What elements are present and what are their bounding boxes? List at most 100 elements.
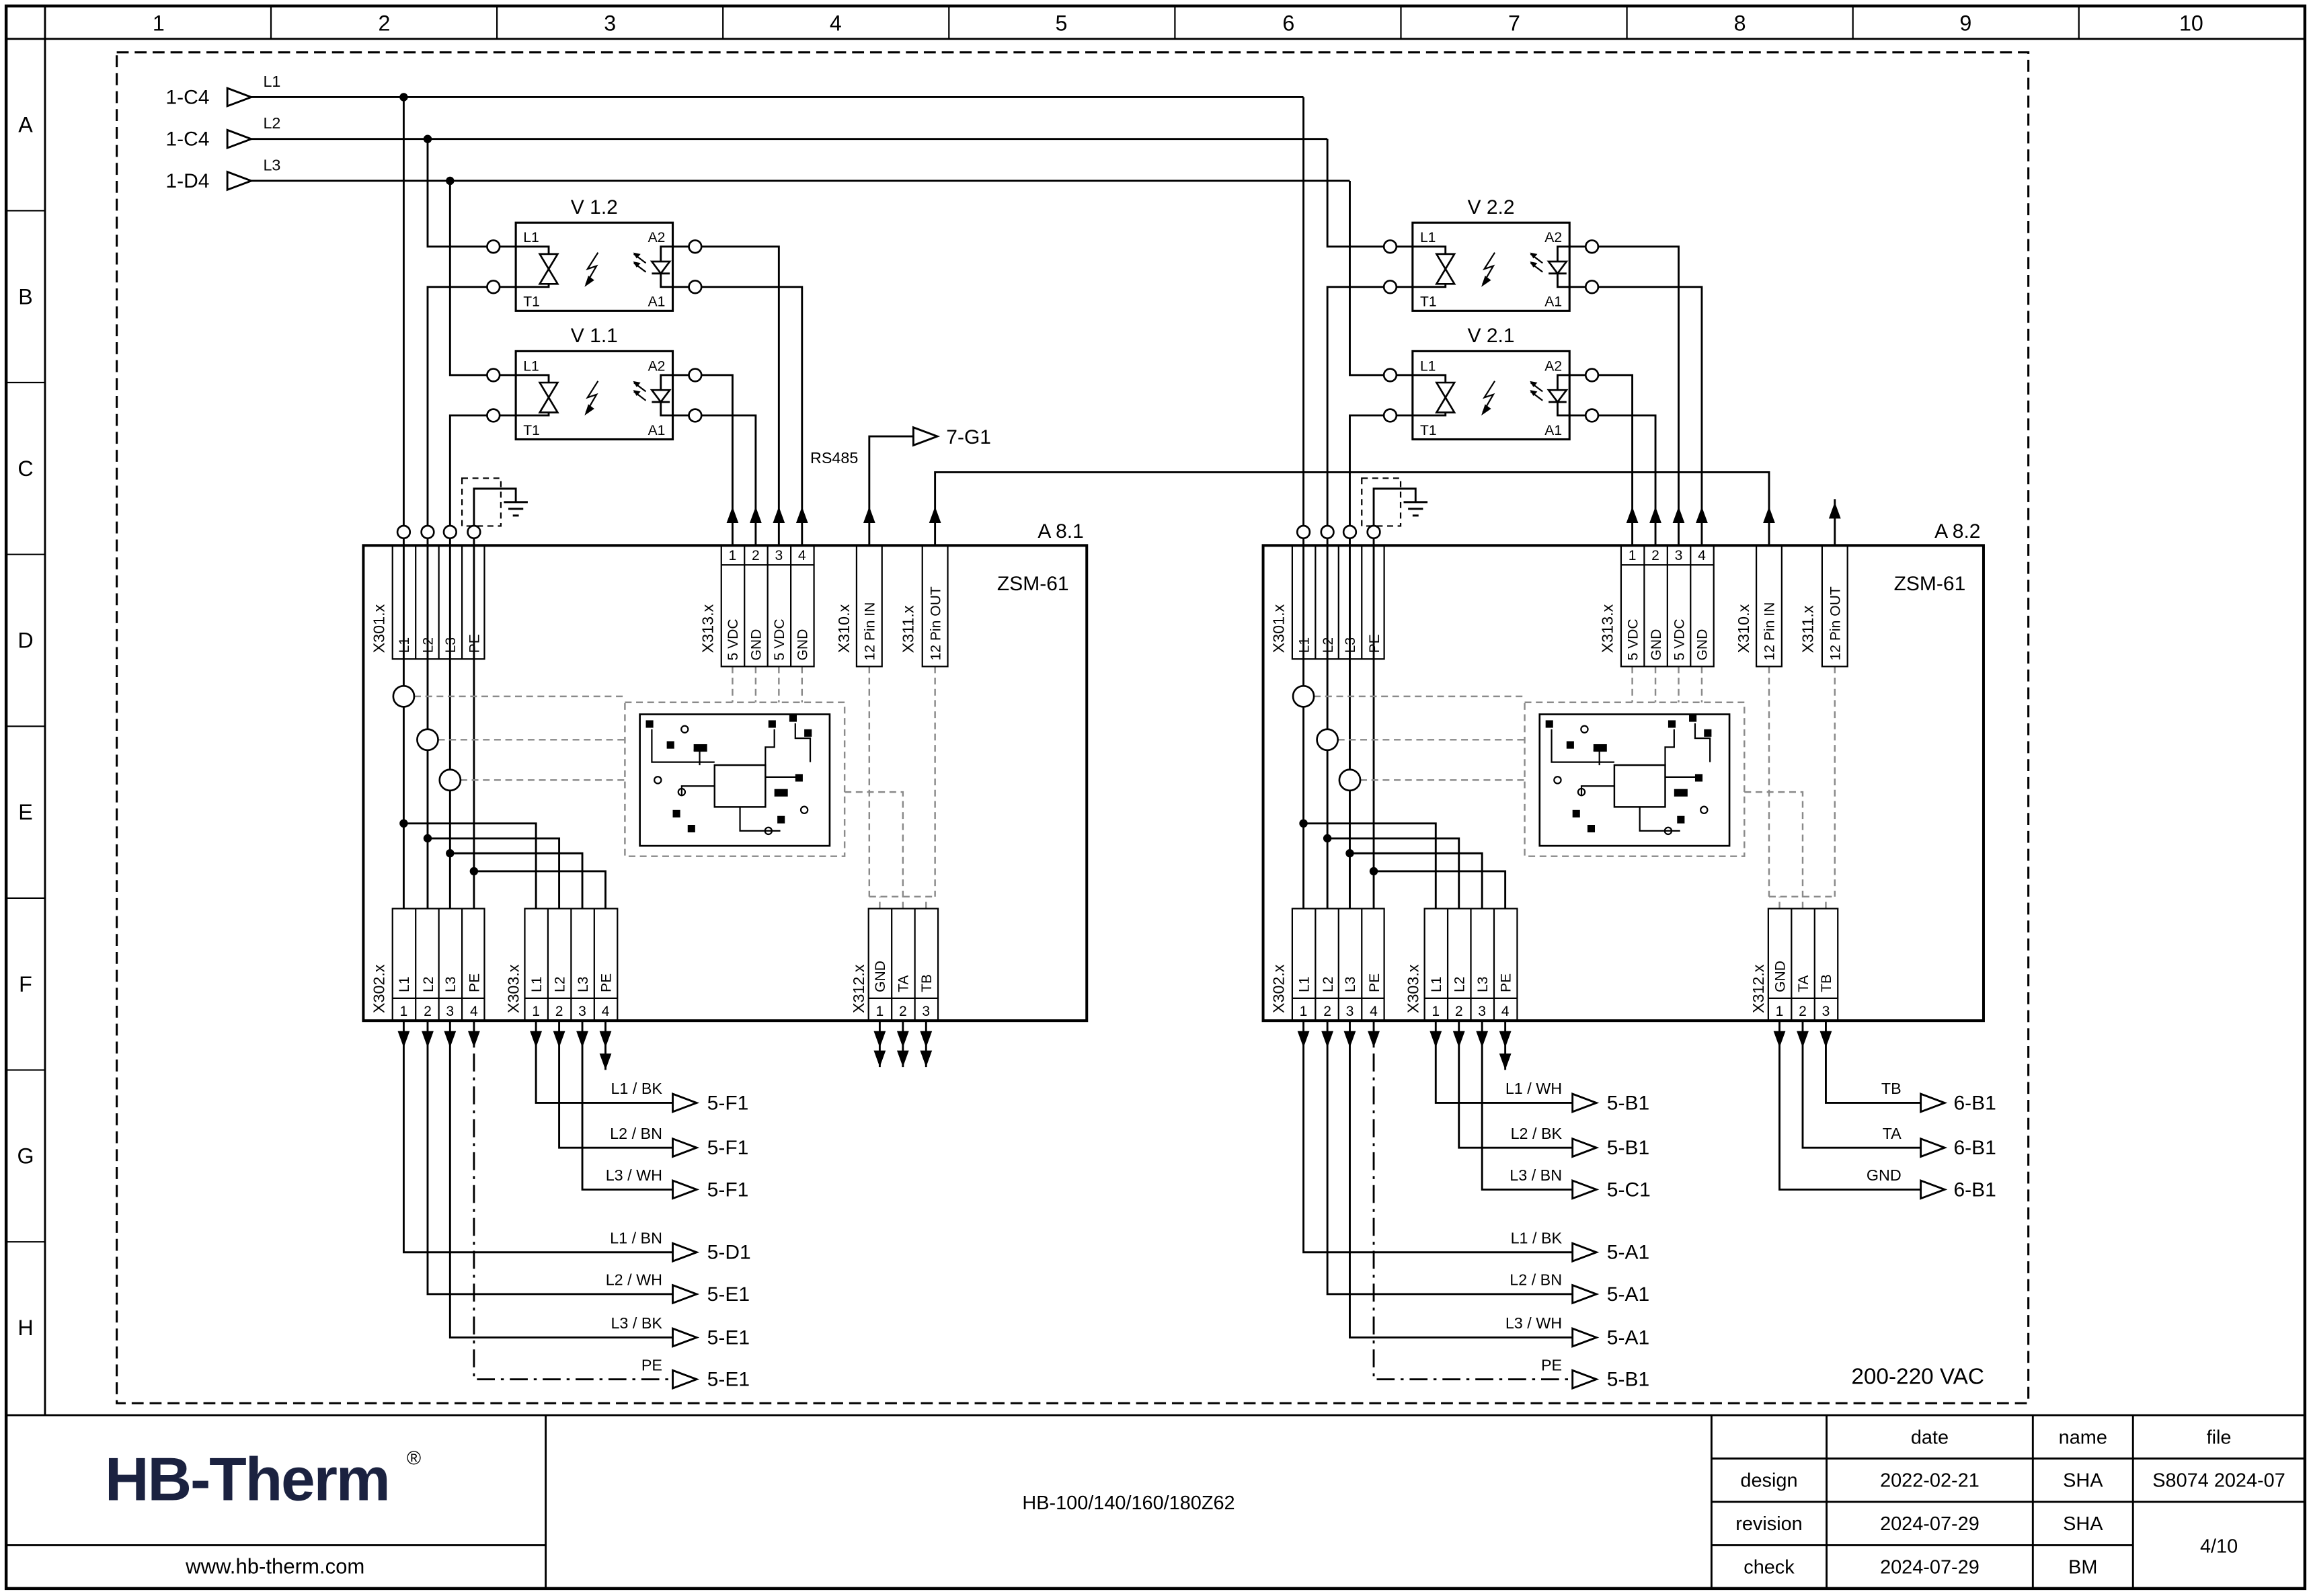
connector-x303: X303.x 1 2 3 4 L1 L2 L3 PE (1405, 908, 1518, 1022)
pin-label: L2 (1321, 976, 1336, 992)
ruler-strips (6, 5, 2305, 1416)
pin-label: TB (1819, 974, 1834, 992)
grid-col-label: 10 (2179, 11, 2203, 36)
phase-label: L1 (263, 73, 280, 90)
relay-symbol (1382, 221, 1600, 312)
pin-number: 3 (775, 548, 783, 563)
relay-terminal-label: T1 (1420, 294, 1437, 310)
logo-reg-mark: ® (407, 1447, 421, 1469)
pin-label: 12 Pin IN (1762, 602, 1778, 661)
pin-label: L1 (1296, 976, 1312, 992)
connector-x313: X313.x 1 2 3 4 5 VDC GND 5 VDC GND (1599, 545, 1715, 668)
relay-symbol (485, 221, 703, 312)
page-border (4, 4, 2307, 1591)
module-internal-wires (1302, 538, 1507, 909)
relay-terminal-label: L1 (1420, 230, 1436, 245)
output-ref: 5-E1 (707, 1326, 750, 1349)
wire-label: L1 / BK (1511, 1229, 1563, 1246)
input-ref: 1-D4 (165, 170, 209, 192)
company-logo: HB-Therm (105, 1446, 389, 1514)
output-ref: 6-B1 (1954, 1137, 1996, 1159)
phase-bus-lines (251, 96, 1350, 182)
pin-number: 1 (1432, 1004, 1440, 1019)
connector-body (855, 545, 883, 668)
pin-number: 3 (1478, 1004, 1486, 1019)
row-label: check (1744, 1557, 1795, 1579)
ref-arrow (1571, 1092, 1598, 1113)
grid-col-label: 8 (1734, 11, 1746, 36)
relay-v2-2: V 2.2 L1 T1 A2 A1 (1382, 196, 1600, 312)
row-date: 2022-02-21 (1880, 1470, 1980, 1492)
module-a81: A 8.1 ZSM-61 X301.x L1 L2 L3 PE X313.x 1… (362, 520, 1089, 1023)
relay-symbol (485, 350, 703, 441)
relay-v2-1: V 2.1 L1 T1 A2 A1 (1382, 325, 1600, 441)
ref-arrow (1920, 1092, 1946, 1113)
relay-terminal-label: T1 (523, 294, 540, 310)
grid-row-label: B (18, 284, 33, 309)
output-ref: 5-B1 (1607, 1137, 1649, 1159)
pin-label: TA (1796, 975, 1811, 992)
module-internal-dashed (414, 666, 936, 909)
pin-number: 3 (1675, 548, 1683, 563)
input-ref: 1-C4 (165, 128, 209, 151)
grid-col-label: 7 (1508, 11, 1520, 36)
connector-label: X310.x (835, 604, 853, 653)
ref-arrow (672, 1138, 698, 1158)
connector-x313: X313.x 1 2 3 4 5 VDC GND 5 VDC GND (699, 545, 815, 668)
wire-label: PE (1541, 1356, 1562, 1373)
connector-x302: X302.x 1 2 3 4 L1 L2 L3 PE (1270, 908, 1385, 1022)
pin-number: 3 (922, 1004, 930, 1019)
ref-arrow (672, 1369, 698, 1390)
connector-x301: X301.x L1 L2 L3 PE (1270, 524, 1385, 660)
grid-row-label: A (18, 113, 33, 137)
connector-dividers (1315, 545, 1363, 660)
grid-col-label: 2 (379, 11, 391, 36)
ref-arrow (1571, 1327, 1598, 1348)
wire-label: L3 / WH (1505, 1314, 1562, 1332)
connector-label: X303.x (505, 964, 522, 1013)
output-ref: 5-C1 (1607, 1179, 1651, 1201)
company-website: www.hb-therm.com (185, 1555, 364, 1579)
pin-label: 5 VDC (772, 619, 787, 660)
wire-label: L1 / BK (611, 1080, 662, 1097)
header-file: file (2207, 1427, 2232, 1448)
terminal-circle (420, 524, 435, 540)
pin-label: PE (1367, 973, 1382, 992)
connector-x301: X301.x L1 L2 L3 PE (370, 524, 485, 660)
connector-label: X312.x (850, 964, 867, 1013)
model-number: HB-100/140/160/180Z62 (1022, 1492, 1235, 1514)
connector-body (1821, 545, 1848, 668)
pin-label: L3 (443, 976, 459, 992)
current-sensor (392, 684, 416, 708)
phase-label: L2 (263, 114, 280, 132)
header-date: date (1911, 1427, 1949, 1448)
grid-row-label: E (18, 800, 33, 824)
pe-dashed-box-right (1361, 477, 1402, 527)
connector-label: X313.x (1599, 604, 1616, 653)
pin-label: PE (1367, 634, 1382, 653)
output-ref: 5-A1 (1607, 1283, 1649, 1306)
wire-label: TB (1881, 1080, 1902, 1097)
output-wires-left (402, 1021, 927, 1339)
pin-label: GND (873, 961, 888, 992)
connector-dividers (524, 908, 618, 1021)
connector-x310: X310.x 12 Pin IN (1735, 545, 1783, 668)
bus-label: RS485 (810, 449, 858, 467)
pin-number: 4 (1698, 548, 1706, 563)
input-ref: 1-C4 (165, 86, 209, 108)
grid-col-label: 9 (1959, 11, 1971, 36)
outputs-left: L1 / BK L2 / BN L3 / WH L1 / BN L2 / WH … (606, 1080, 751, 1391)
terminal-circle (1342, 524, 1358, 540)
relay-terminal-label: L1 (523, 230, 539, 245)
pin-label: TA (896, 975, 912, 992)
wiring (251, 96, 1836, 546)
current-sensor (1338, 768, 1362, 792)
pin-number: 1 (532, 1004, 540, 1019)
pin-label: L3 (1475, 976, 1491, 992)
grid-col-label: 6 (1282, 11, 1294, 36)
connector-x311: X311.x 12 Pin OUT (1799, 545, 1848, 668)
wire-label: PE (641, 1356, 662, 1373)
grid-col-label: 3 (604, 11, 616, 36)
wire-label: L2 / WH (606, 1271, 662, 1289)
